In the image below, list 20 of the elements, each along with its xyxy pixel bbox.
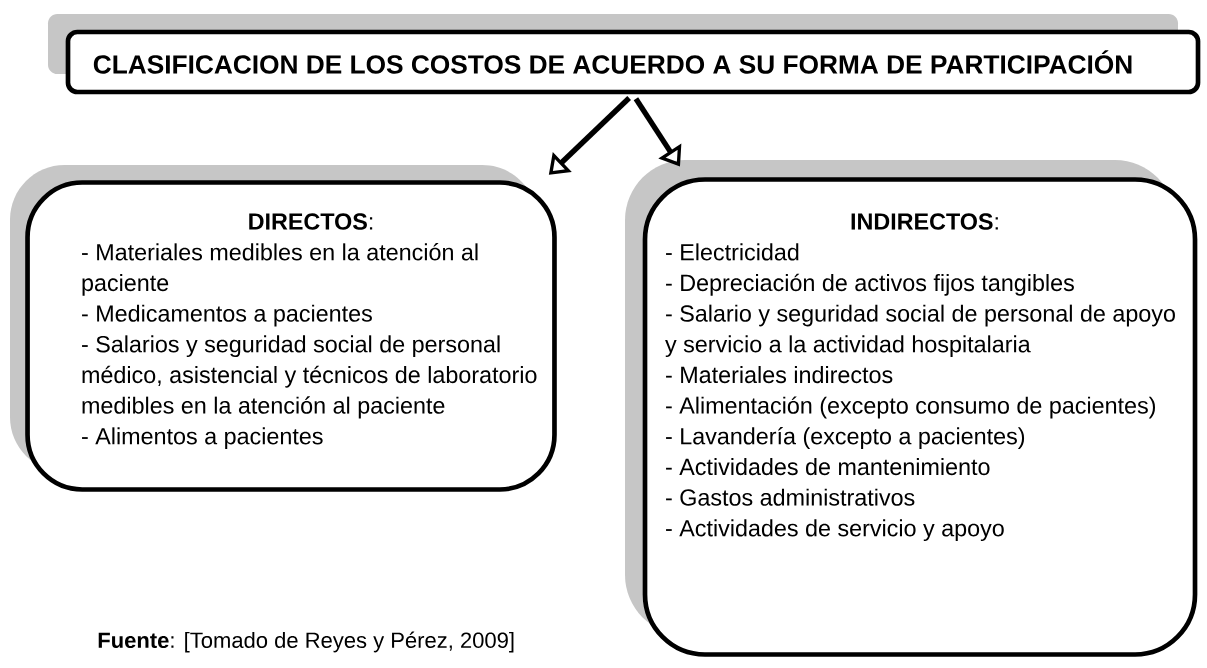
rounded-box	[25, 180, 557, 492]
title: CLASIFICACION DE LOS COSTOS DE ACUERDO A SU FORMA DE PARTICIPACIÓN	[93, 50, 1132, 74]
list-item: - Alimentación (excepto consumo de pacientes)	[666, 396, 1155, 419]
source-note: Fuente: [Tomado de Reyes y Pérez, 2009]	[98, 631, 514, 653]
rounded-box	[65, 29, 1201, 95]
list-item: - Depreciación de activos fijos tangibles	[666, 273, 1074, 296]
list-item: - Alimentos a pacientes	[82, 427, 323, 450]
heading: INDIRECTOS:	[851, 213, 998, 230]
rounded-box	[642, 177, 1198, 657]
list-item: - Materiales indirectos	[666, 366, 893, 384]
list-item: - Lavandería (excepto a pacientes)	[666, 427, 1025, 450]
list-item: - Actividades de mantenimiento	[666, 458, 990, 476]
list-item: - Electricidad	[666, 243, 799, 261]
list-item: - Salarios y seguridad social de personal médico, asistencial y técnicos de laboratorio medibles en la atención al paciente	[82, 335, 537, 419]
list-item: - Salario y seguridad social de personal de apoyo y servicio a la actividad hospitalaria	[665, 304, 1175, 358]
list-item: - Medicamentos a pacientes	[82, 304, 372, 327]
list-item: - Actividades de servicio y apoyo	[666, 519, 1004, 542]
heading: DIRECTOS:	[249, 213, 373, 230]
list-item: - Materiales medibles en la atención al paciente	[82, 243, 478, 296]
list-item: - Gastos administrativos	[666, 488, 915, 506]
